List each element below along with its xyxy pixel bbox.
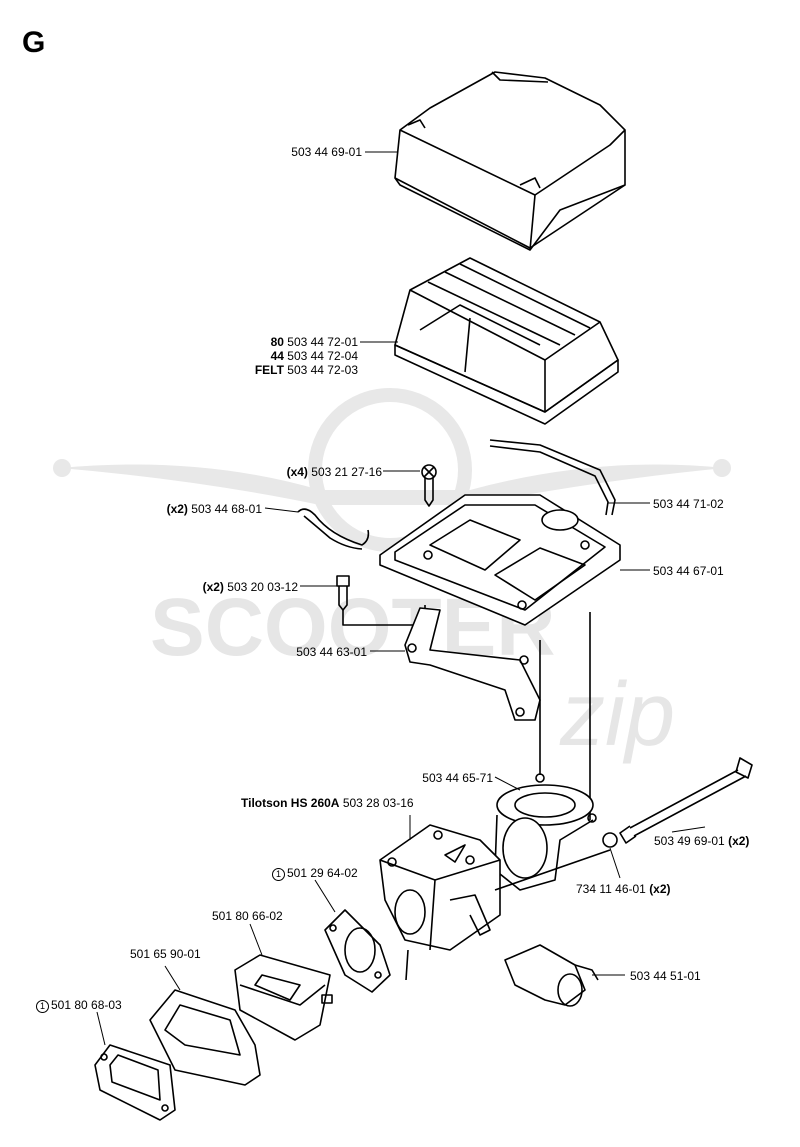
filter-base-plate bbox=[379, 494, 621, 626]
intake-flange bbox=[149, 989, 261, 1086]
spring-clip bbox=[297, 508, 370, 550]
label-filter-felt: FELT 503 44 72-03 bbox=[254, 363, 358, 377]
label-adapter: 503 44 65-71 bbox=[422, 771, 493, 785]
label-bracket: 503 44 63-01 bbox=[296, 645, 367, 659]
label-choke-lever: 503 44 51-01 bbox=[630, 969, 701, 983]
label-filter-44: 44 503 44 72-04 bbox=[270, 349, 358, 363]
section-letter: G bbox=[22, 26, 46, 59]
air-filter bbox=[394, 257, 619, 425]
label-seal-strip: 503 44 71-02 bbox=[653, 497, 724, 511]
seal-strip bbox=[489, 439, 616, 516]
carb-gasket bbox=[324, 909, 391, 993]
label-washer: 734 11 46-01 (x2) bbox=[576, 882, 671, 896]
label-air-filter-cover: 503 44 69-01 bbox=[291, 145, 362, 159]
label-screw: (x4) 503 21 27-16 bbox=[286, 465, 382, 479]
base-gasket bbox=[94, 1044, 176, 1121]
long-bolt bbox=[619, 757, 753, 844]
label-bolt: (x2) 503 20 03-12 bbox=[202, 580, 298, 594]
leader-lines bbox=[96, 151, 706, 1046]
carburetor bbox=[379, 824, 611, 981]
label-insulator: 501 80 66-02 bbox=[212, 909, 283, 923]
washer bbox=[602, 832, 618, 848]
choke-lever bbox=[504, 944, 599, 1007]
label-intake-flange: 501 65 90-01 bbox=[130, 947, 201, 961]
label-clip: (x2) 503 44 68-01 bbox=[166, 502, 262, 516]
label-filter-base: 503 44 67-01 bbox=[653, 564, 724, 578]
screw-x4 bbox=[421, 464, 437, 507]
label-filter-80: 80 503 44 72-01 bbox=[270, 335, 358, 349]
air-filter-cover bbox=[394, 71, 626, 251]
insulator-block bbox=[234, 954, 333, 1041]
label-carburetor: Tilotson HS 260A 503 28 03-16 bbox=[241, 796, 414, 810]
watermark-script: zip bbox=[559, 665, 675, 765]
note-1-mark: 1 bbox=[272, 868, 285, 881]
label-long-bolt: 503 49 69-01 (x2) bbox=[654, 834, 750, 848]
watermark: SCOOTER zip bbox=[53, 388, 731, 765]
support-bracket bbox=[404, 607, 591, 820]
note-1-mark: 1 bbox=[36, 1000, 49, 1013]
